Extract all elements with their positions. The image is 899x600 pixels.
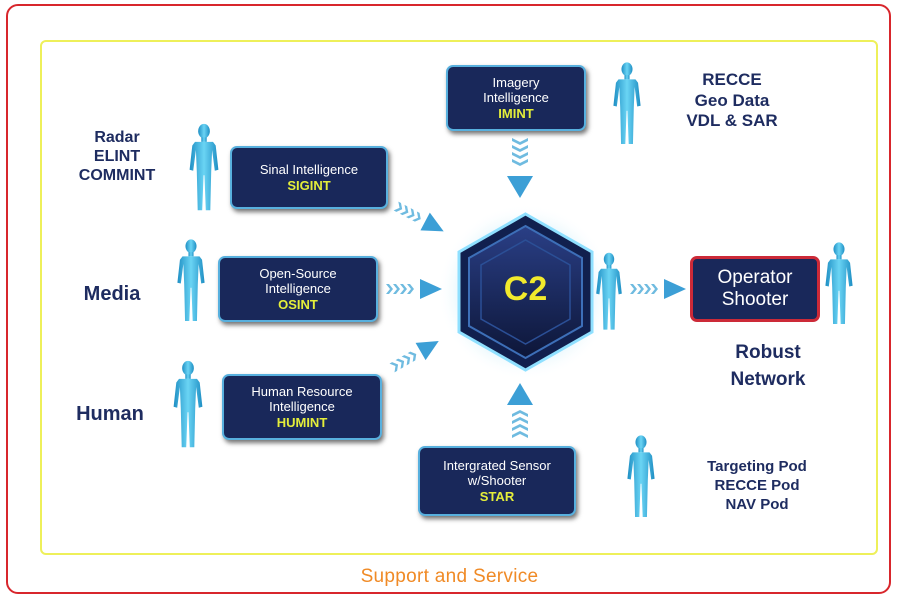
- imint-source-labels: RECCE Geo Data VDL & SAR: [672, 70, 792, 132]
- label-radar: Radar: [94, 129, 140, 146]
- label-human: Human: [76, 403, 144, 425]
- label-nav-pod: NAV Pod: [725, 495, 789, 513]
- star-line2: w/Shooter: [467, 473, 527, 489]
- c2-hexagon: [438, 204, 613, 380]
- arrow-c2-to-operator: [630, 279, 686, 299]
- person-icon: [624, 428, 658, 526]
- star-abbr: STAR: [479, 488, 515, 504]
- person-icon: [170, 356, 206, 454]
- label-media: Media: [83, 283, 141, 305]
- sigint-line1: Sinal Intelligence: [259, 162, 359, 178]
- inner-frame: [40, 40, 878, 555]
- label-network: Network: [730, 368, 806, 390]
- operator-shooter-box: Operator Shooter: [690, 256, 820, 322]
- arrow-humint-to-c2: [389, 341, 439, 373]
- label-recce: RECCE: [702, 70, 762, 89]
- osint-box: Open-Source Intelligence OSINT: [218, 256, 378, 322]
- network-label: Robust Network: [708, 340, 828, 393]
- arrow-sigint-to-c2: [393, 201, 444, 232]
- c2-label: C2: [503, 270, 548, 308]
- sigint-abbr: SIGINT: [287, 177, 331, 193]
- star-source-labels: Targeting Pod RECCE Pod NAV Pod: [682, 458, 832, 514]
- arrow-osint-to-c2: [386, 279, 442, 299]
- arrow-imint-to-c2: [507, 138, 533, 198]
- imint-abbr: IMINT: [498, 105, 534, 121]
- arrow-star-to-c2: [507, 383, 533, 438]
- person-icon: [822, 234, 856, 334]
- sigint-source-labels: Radar ELINT COMMINT: [52, 128, 182, 186]
- outer-frame: [6, 4, 891, 594]
- support-and-service-label: Support and Service: [360, 566, 539, 587]
- humint-line1: Human Resource: [251, 384, 353, 399]
- person-icon: [610, 55, 644, 153]
- label-vdl-sar: VDL & SAR: [686, 111, 778, 131]
- person-icon: [174, 232, 208, 330]
- label-geo-data: Geo Data: [694, 90, 770, 110]
- humint-box: Human Resource Intelligence HUMINT: [222, 374, 382, 440]
- operator-line2: Shooter: [721, 289, 789, 310]
- star-box: Intergrated Sensor w/Shooter STAR: [418, 446, 576, 516]
- humint-abbr: HUMINT: [276, 414, 328, 430]
- label-targeting-pod: Targeting Pod: [707, 458, 807, 475]
- person-icon: [593, 250, 625, 334]
- label-recce-pod: RECCE Pod: [714, 476, 800, 494]
- person-icon: [186, 118, 222, 218]
- operator-line1: Operator: [717, 267, 793, 289]
- label-robust: Robust: [735, 342, 801, 363]
- label-commint: COMMINT: [78, 167, 156, 185]
- osint-line1: Open-Source: [259, 266, 337, 281]
- imint-box: Imagery Intelligence IMINT: [446, 65, 586, 131]
- imint-line2: Intelligence: [483, 90, 549, 106]
- imint-line1: Imagery: [492, 75, 540, 90]
- sigint-box: Sinal Intelligence SIGINT: [230, 146, 388, 209]
- osint-line2: Intelligence: [265, 281, 331, 297]
- osint-abbr: OSINT: [278, 296, 318, 312]
- humint-line2: Intelligence: [269, 399, 335, 415]
- star-line1: Intergrated Sensor: [443, 458, 551, 473]
- label-elint: ELINT: [93, 148, 141, 166]
